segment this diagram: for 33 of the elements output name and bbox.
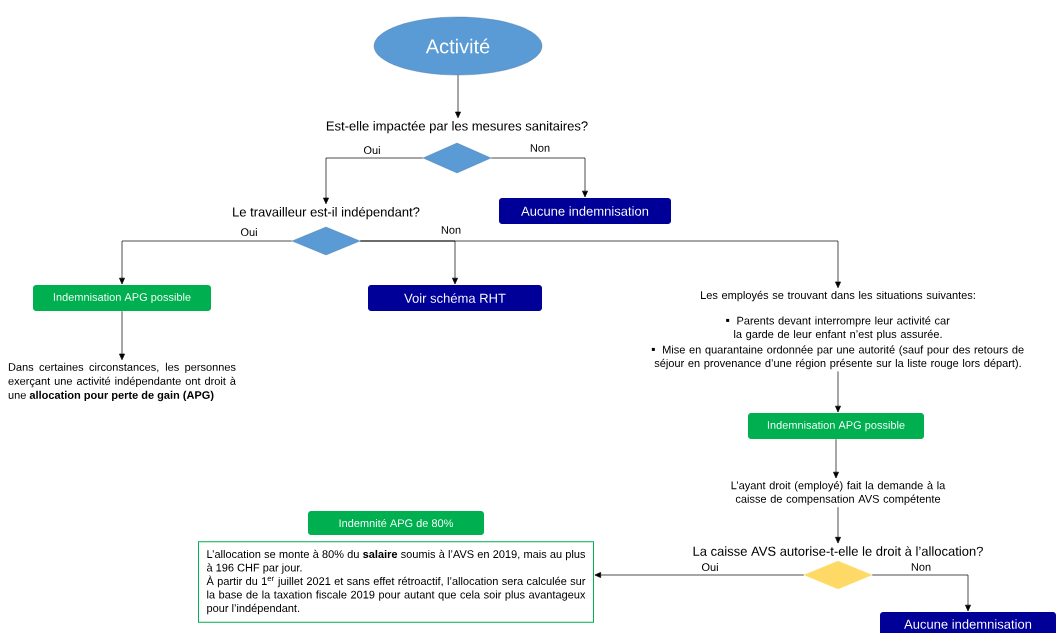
result-box: Voir schéma RHT (368, 285, 542, 311)
edge-label: Oui (700, 561, 720, 573)
arrow (119, 310, 125, 361)
question-text: La caisse AVS autorise-t-elle le droit à l’allocation? (693, 546, 983, 556)
arrow (490, 157, 588, 198)
arrow (594, 572, 805, 578)
result-box: Indemnisation APG possible (748, 413, 924, 439)
edge-label: Non (439, 225, 463, 235)
arrow (833, 438, 839, 479)
description-box: L’allocation se monte à 80% du salaire soumis à l’AVS en 2019, mais au plus à 196 CHF par jour. À partir du 1$^{er}$ juillet 2021 et sans effet rétroactif, l’allocation sera calculée sur la base de la taxation fiscale 2019 pour autant que cela soir plus avantageux pour l’indépendant. (198, 541, 594, 623)
result-box: Aucune indemnisation (880, 612, 1056, 633)
arrow (835, 506, 841, 544)
step-text: L’ayant droit (employé) fait la demande à la caisse de compensation AVS compétente (731, 481, 946, 505)
decision-diamond (291, 226, 361, 256)
arrow (359, 240, 841, 289)
edge-label: Non (909, 562, 933, 572)
result-box: Aucune indemnisation (499, 198, 671, 224)
situation-list: Les employés se trouvant dans les situations suivantes: Parents devant interrompre leur activité car la garde de leur enfant n’est plus assurée. Mise en quarantaine ordonnée par une autorité (sauf pour des retours de séjour en provenance d’une région présente sur la liste rouge lors départ). (651, 290, 1024, 370)
edge-label: Non (528, 143, 552, 153)
arrow (455, 74, 461, 119)
decision-diamond (422, 142, 492, 174)
description-text: Dans certaines circonstances, les personnes exerçant une activité indépendante ont droit à une allocation pour perte de gain (APG) (8, 362, 236, 402)
arrow (119, 240, 293, 285)
edge-label: Oui (362, 144, 382, 156)
arrow (835, 371, 841, 413)
arrow (323, 157, 424, 205)
result-box: Indemnisation APG possible (33, 285, 211, 311)
decision-diamond (803, 560, 873, 590)
header-box: Indemnité APG de 80% (308, 511, 484, 535)
arrow (871, 574, 971, 612)
question-text: Le travailleur est-il indépendant? (233, 206, 420, 220)
question-text: Est-elle impactée par les mesures sanitaires? (326, 120, 588, 134)
edge-label: Oui (239, 226, 259, 238)
